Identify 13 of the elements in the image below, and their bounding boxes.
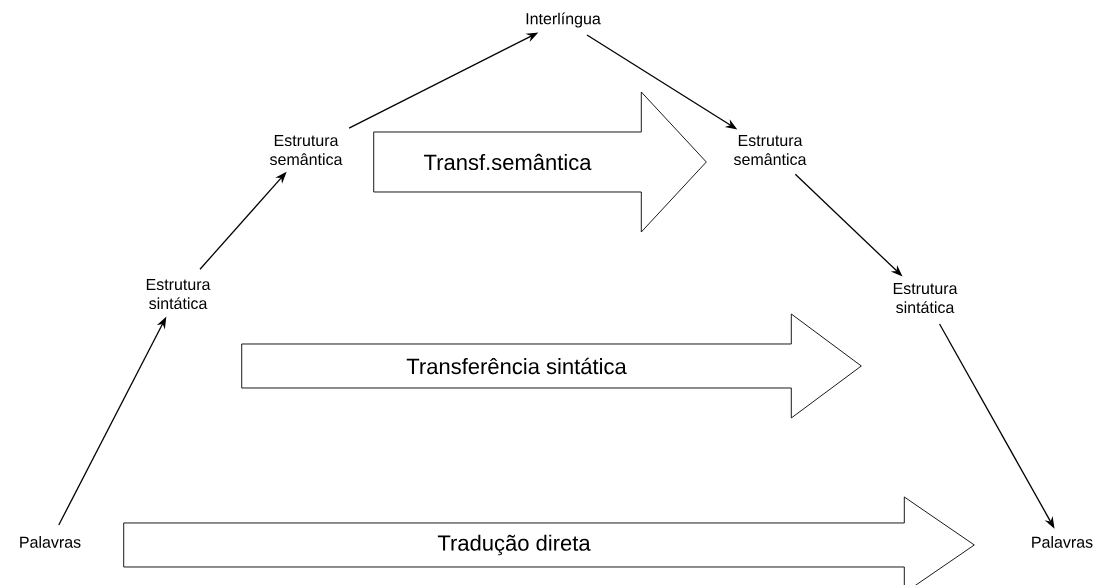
node-text: Estrutura sintática — [146, 278, 211, 310]
node-text: Palavras — [1032, 536, 1093, 548]
node-text: Interlíngua — [526, 12, 601, 28]
block-arrow — [373, 91, 707, 233]
block-arrow-label: Transferência sintática — [406, 357, 627, 375]
block-arrow-label: Transf.semântica — [424, 153, 592, 171]
node-text: Palavras — [20, 536, 81, 548]
block-arrow — [123, 496, 975, 585]
block-arrow-label: Tradução direta — [437, 534, 591, 556]
node-text: Estrutura sintática — [893, 282, 958, 314]
node-text: Estrutura semântica — [734, 134, 807, 166]
node-text: Estrutura semântica — [270, 134, 343, 166]
block-arrow — [241, 313, 862, 419]
